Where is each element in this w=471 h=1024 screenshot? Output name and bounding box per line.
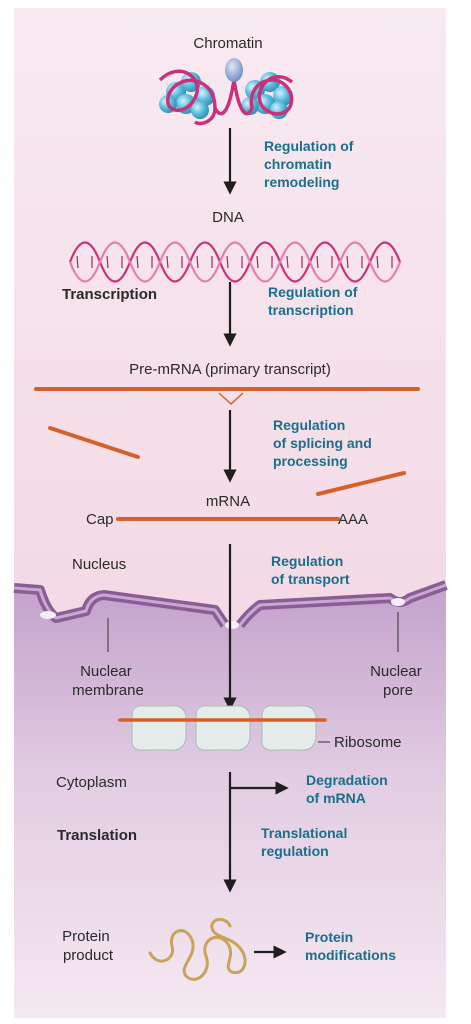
chromatin-label: Chromatin [193, 35, 262, 52]
excised-intron [316, 471, 406, 496]
nucleus-label: Nucleus [72, 556, 126, 573]
chromatin-illustration [158, 58, 294, 126]
translational-regulation: Translational regulation [261, 825, 351, 859]
ribosome-label: Ribosome [334, 734, 402, 751]
pre-mrna-label: Pre-mRNA (primary transcript) [129, 361, 331, 378]
ribosome-cluster [118, 705, 327, 751]
nuclear-pore [40, 598, 405, 629]
regulation-transport: Regulation of transport [271, 553, 350, 587]
nuclear-pore-label: Nuclear pore [370, 663, 426, 699]
poly-a-tail-label: AAA [338, 511, 368, 528]
transcription-label: Transcription [62, 286, 157, 303]
nuclear-membrane-label: Nuclear membrane [72, 663, 144, 699]
protein-modifications: Protein modifications [305, 929, 396, 963]
splice-site-marker [218, 392, 244, 406]
cap-label: Cap [86, 511, 114, 528]
dna-double-helix [68, 241, 402, 283]
regulation-chromatin-remodeling: Regulation of chromatin remodeling [264, 138, 357, 190]
protein-product-label: Protein product [62, 928, 114, 964]
regulation-transcription: Regulation of transcription [268, 284, 361, 318]
translation-label: Translation [57, 827, 137, 844]
cytoplasm-label: Cytoplasm [56, 774, 127, 791]
degradation-of-mrna: Degradation of mRNA [306, 772, 392, 806]
dna-label: DNA [212, 209, 244, 226]
protein-illustration [148, 918, 247, 981]
regulation-splicing-processing: Regulation of splicing and processing [273, 417, 376, 469]
nuclear-membrane [13, 580, 448, 629]
mrna-label: mRNA [206, 493, 250, 510]
excised-intron [48, 426, 140, 459]
